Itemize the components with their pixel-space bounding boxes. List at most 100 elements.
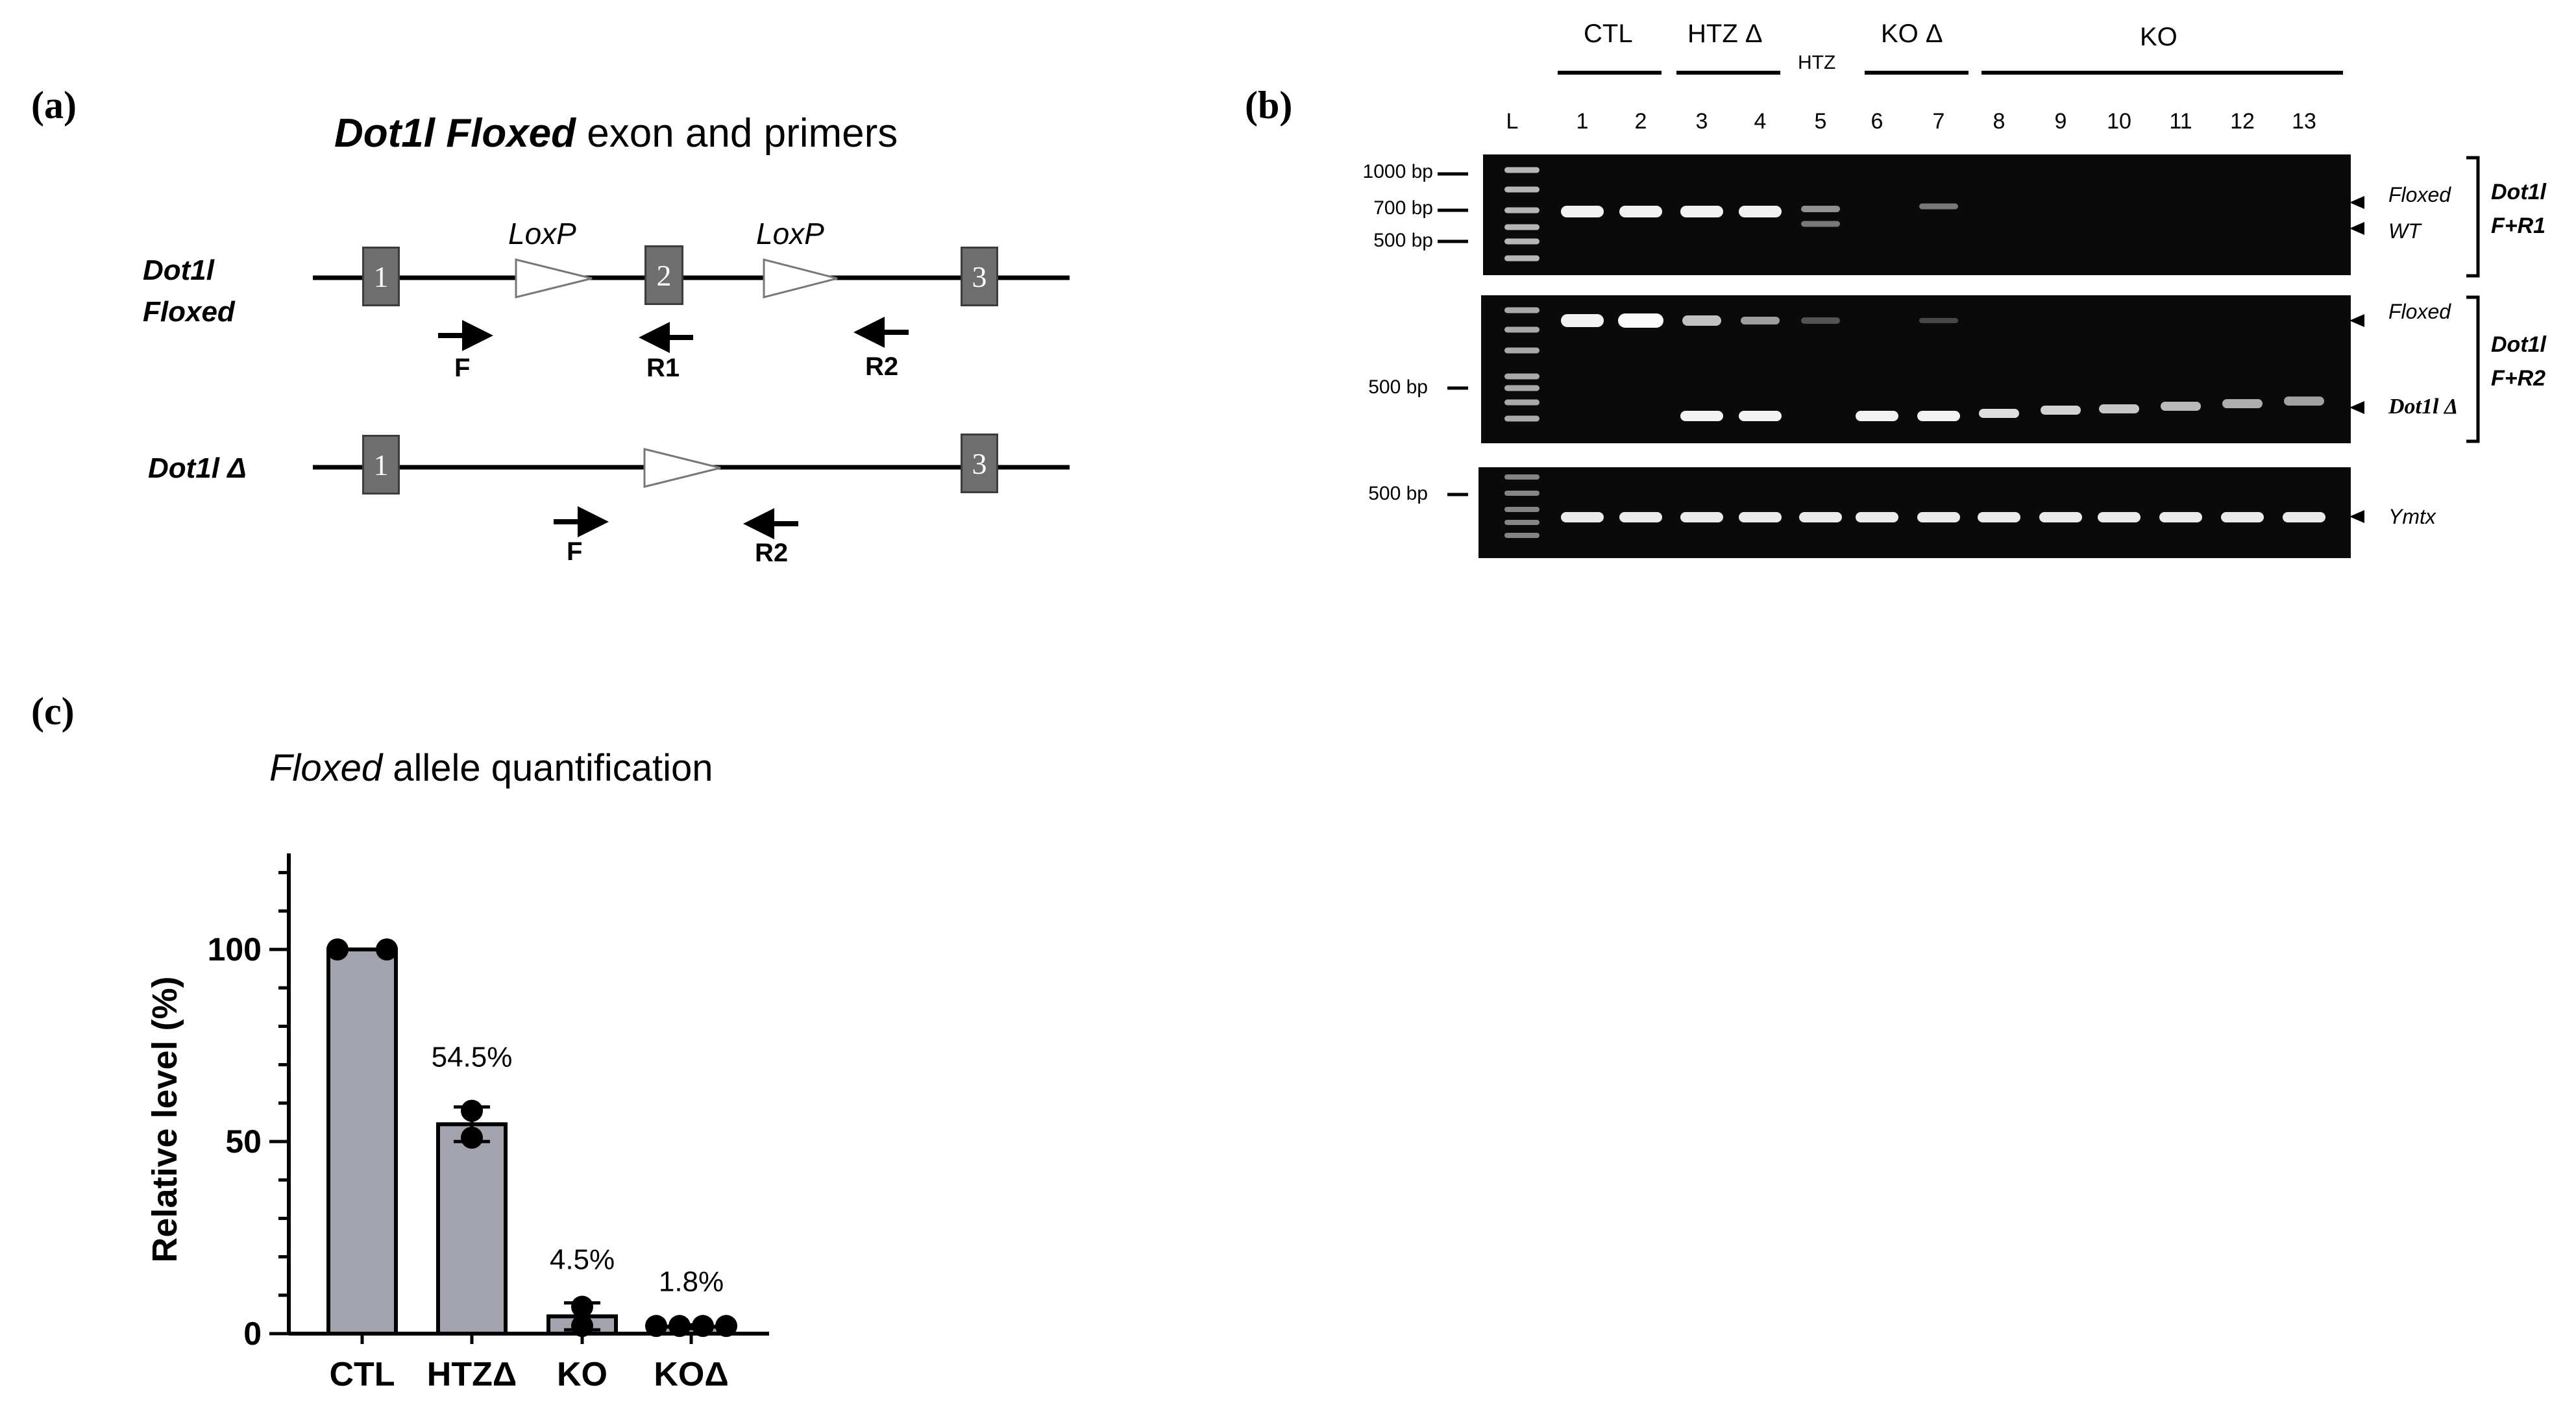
gene-diagram bbox=[313, 258, 1070, 539]
primer-f-label: F bbox=[454, 354, 471, 382]
group-header-htz: HTZ bbox=[1798, 52, 1836, 73]
band-label-wt-gel1: WT bbox=[2388, 219, 2421, 243]
data-label: 1.8% bbox=[659, 1265, 724, 1297]
primer-set-gel1: Dot1l F+R1 bbox=[2491, 180, 2546, 238]
lane-number: 1 bbox=[1576, 109, 1589, 134]
exon-3-floxed: 3 bbox=[961, 247, 998, 306]
gel3-ymtx-band bbox=[1799, 512, 1842, 522]
bracket-gel2 bbox=[2466, 295, 2480, 443]
bar bbox=[326, 947, 398, 1336]
gel1-band bbox=[1739, 206, 1782, 217]
gel-images bbox=[1438, 154, 2480, 558]
exon-2-floxed: 2 bbox=[644, 245, 683, 305]
gel2-delta-band bbox=[1917, 411, 1960, 421]
gel2-delta-band bbox=[2099, 404, 2139, 413]
gel3-ymtx-band bbox=[2283, 512, 2325, 522]
gel2-floxed-band bbox=[1561, 314, 1604, 327]
gel1-band bbox=[1619, 206, 1662, 217]
panel-b-letter: (b) bbox=[1245, 84, 1293, 127]
gel2-delta-band bbox=[2222, 399, 2263, 408]
panel-a-letter: (a) bbox=[31, 84, 77, 127]
group-header-ko: KO bbox=[2140, 23, 2177, 51]
gel2-delta-band bbox=[1739, 411, 1782, 421]
ladder-band bbox=[1504, 224, 1539, 230]
data-point bbox=[715, 1315, 737, 1338]
primer-r2-label: R2 bbox=[865, 352, 899, 381]
panel-c-letter: (c) bbox=[31, 690, 75, 733]
gel1-band bbox=[1561, 206, 1604, 217]
lane-number: 13 bbox=[2292, 109, 2316, 134]
arrowhead-floxed-gel1 bbox=[2349, 196, 2364, 209]
ladder-band bbox=[1504, 347, 1539, 354]
gel-2 bbox=[1481, 295, 2351, 443]
bp-label-500: 500 bp bbox=[1373, 230, 1433, 251]
chart-title-rest: allele quantification bbox=[382, 747, 713, 789]
panel-a-title-italic: Dot1l Floxed bbox=[334, 111, 576, 156]
gel3-ymtx-band bbox=[1680, 512, 1723, 522]
gel3-ymtx-band bbox=[2159, 512, 2202, 522]
floxed-allele-label: Dot1l Floxed bbox=[143, 254, 235, 328]
gel2-floxed-band bbox=[1801, 317, 1840, 324]
ladder-band bbox=[1504, 307, 1539, 313]
gel3-ymtx-band bbox=[1917, 512, 1960, 522]
gel2-delta-band bbox=[2284, 397, 2324, 406]
y-tick-label: 0 bbox=[243, 1315, 262, 1352]
ladder-band bbox=[1504, 507, 1539, 512]
ladder-band bbox=[1504, 167, 1539, 173]
delta-allele-label: Dot1l Δ bbox=[148, 452, 247, 484]
group-header-ctl: CTL bbox=[1584, 19, 1633, 48]
gel3-ymtx-band bbox=[2098, 512, 2141, 522]
lane-number: 12 bbox=[2230, 109, 2255, 134]
lane-number: 11 bbox=[2169, 109, 2192, 134]
loxp-label-2: LoxP bbox=[756, 217, 824, 251]
data-point bbox=[376, 938, 398, 960]
loxp-label-1: LoxP bbox=[508, 217, 576, 251]
data-label: 4.5% bbox=[550, 1244, 615, 1276]
ladder-band bbox=[1504, 186, 1539, 193]
gel2-floxed-band bbox=[1618, 313, 1663, 328]
gel3-ymtx-band bbox=[1856, 512, 1898, 522]
gel3-ymtx-band bbox=[1739, 512, 1782, 522]
loxp-triangle-1 bbox=[515, 258, 593, 299]
gel3-ymtx-band bbox=[2221, 512, 2264, 522]
lane-number: 5 bbox=[1814, 109, 1827, 134]
bp-label-700: 700 bp bbox=[1373, 197, 1433, 219]
ladder-band bbox=[1504, 415, 1539, 422]
gel3-ymtx-band bbox=[2039, 512, 2082, 522]
exon-3-delta: 3 bbox=[961, 434, 998, 493]
ladder-band bbox=[1504, 533, 1539, 538]
bracket-gel1 bbox=[2466, 156, 2480, 278]
ladder-band bbox=[1504, 385, 1539, 391]
gel1-band bbox=[1919, 203, 1958, 210]
group-header-htz-delta: HTZ Δ bbox=[1687, 19, 1763, 48]
bar bbox=[436, 1122, 508, 1336]
arrowhead-floxed-gel2 bbox=[2349, 314, 2364, 327]
ladder-band bbox=[1504, 207, 1539, 214]
gel-3 bbox=[1478, 467, 2351, 558]
gel3-ymtx-band bbox=[1561, 512, 1604, 522]
loxp-triangle-2 bbox=[763, 258, 838, 299]
gel2-delta-band bbox=[1979, 409, 2019, 418]
band-label-delta-gel2: Dot1l Δ bbox=[2388, 395, 2459, 419]
lane-number: 6 bbox=[1871, 109, 1883, 134]
panel-a-title: Dot1l Floxed exon and primers bbox=[334, 110, 898, 156]
ladder-band bbox=[1504, 255, 1539, 262]
data-point bbox=[461, 1099, 483, 1122]
bp-label-1000: 1000 bp bbox=[1362, 161, 1433, 182]
gel1-band bbox=[1680, 206, 1723, 217]
data-point bbox=[461, 1127, 483, 1149]
lane-number: 10 bbox=[2107, 109, 2131, 134]
arrowhead-ymtx-gel3 bbox=[2349, 510, 2364, 523]
group-header-ko-delta: KO Δ bbox=[1881, 19, 1943, 48]
gel2-delta-band bbox=[1680, 411, 1723, 421]
exon-1-floxed: 1 bbox=[362, 247, 400, 306]
x-tick-label: KOΔ bbox=[654, 1356, 728, 1393]
y-tick-label: 50 bbox=[225, 1123, 262, 1160]
band-label-ymtx-gel3: Ymtx bbox=[2388, 505, 2436, 528]
lane-number: 4 bbox=[1754, 109, 1767, 134]
x-tick-label: CTL bbox=[329, 1356, 395, 1393]
gel-1 bbox=[1483, 154, 2351, 275]
band-label-floxed-gel1: Floxed bbox=[2388, 183, 2451, 206]
lane-number: 7 bbox=[1932, 109, 1945, 134]
ladder-band bbox=[1504, 326, 1539, 333]
